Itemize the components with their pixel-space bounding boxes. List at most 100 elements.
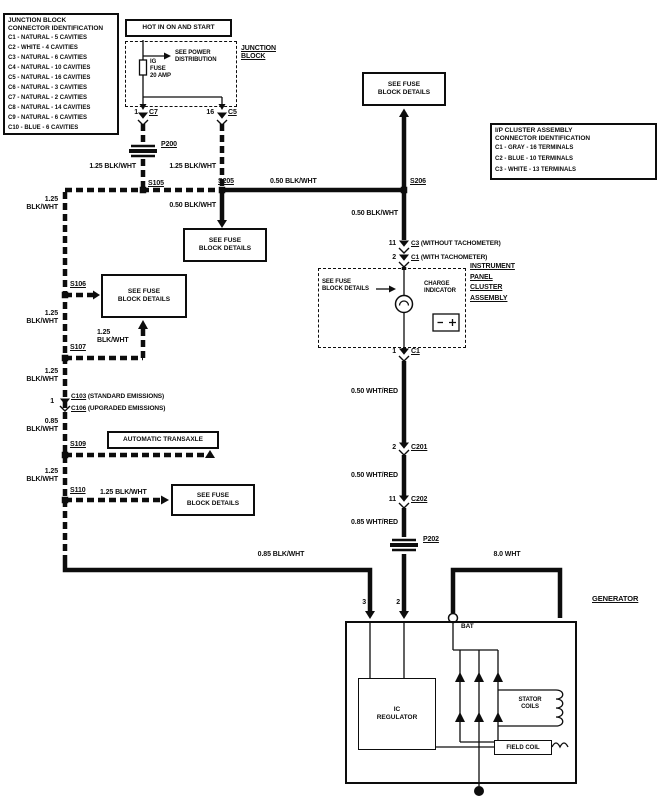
connector-label-c7: C7 — [149, 109, 158, 116]
arrow-s107 — [138, 320, 148, 329]
bat-label: BAT — [461, 623, 474, 630]
pin-label-c202: 11 — [388, 496, 396, 503]
connector-label-p200: P200 — [161, 141, 177, 148]
wire-label-whtred-3: 0.85 WHT/RED — [350, 519, 398, 526]
connector-label-c106: C106 (UPGRADED EMISSIONS) — [71, 405, 166, 412]
connector-label-c202: C202 — [411, 496, 428, 503]
legend-item: C3 - NATURAL - 6 CAVITIES — [8, 55, 88, 61]
arrow-s110 — [161, 495, 169, 505]
wire-label-bat: 8.0 WHT — [493, 551, 521, 558]
pin-label-c103: 1 — [50, 398, 54, 405]
arrow-see-power — [164, 52, 171, 60]
pin-label-c1-top: 2 — [392, 254, 396, 261]
p202-connector-symbol — [388, 538, 420, 552]
connector-label-c201: C201 — [411, 444, 428, 451]
field-coil-box: FIELD COIL — [494, 740, 552, 755]
pin-label-c7: 1 — [134, 109, 138, 116]
wire-label-whtred-1: 0.50 WHT/RED — [350, 388, 398, 395]
wire-label-bottom-blkwht: 0.85 BLK/WHT — [257, 551, 305, 558]
p200-connector-symbol — [127, 144, 159, 158]
legend-item: C10 - BLUE - 6 CAVITIES — [8, 125, 79, 131]
connector-label-c1-top: C1 (WITH TACHOMETER) — [411, 254, 488, 261]
connector-label-c1-bottom: C1 — [411, 348, 420, 355]
hot-in-label: HOT IN ON AND START — [142, 24, 215, 31]
pin-label-c5: 16 — [206, 109, 214, 116]
splice-label-s205: S205 — [218, 178, 234, 185]
legend-item: C7 - NATURAL - 2 CAVITIES — [8, 95, 88, 101]
arrow-down-c5 — [218, 104, 226, 110]
battery-symbol — [432, 313, 460, 332]
generator-box — [345, 621, 577, 784]
legend-item: C1 - GRAY - 16 TERMINALS — [495, 145, 574, 151]
splice-label-s107: S107 — [70, 344, 86, 351]
arrow-gen-2 — [399, 611, 409, 619]
wire-label-p200-feed: 1.25 BLK/WHT — [89, 163, 136, 170]
hot-in-box: HOT IN ON AND START — [125, 19, 232, 37]
arrow-to-bulb — [389, 285, 396, 293]
legend-item: C8 - NATURAL - 14 CAVITIES — [8, 105, 91, 111]
pin-label-c1-bottom: 1 — [392, 348, 396, 355]
wire-label-whtred-2: 0.50 WHT/RED — [350, 472, 398, 479]
legend-item: C1 - NATURAL - 5 CAVITIES — [8, 35, 88, 41]
legend-title: CONNECTOR IDENTIFICATION — [495, 135, 591, 142]
connector-label-c5: C5 — [228, 109, 237, 116]
splice-label-s105: S105 — [148, 180, 164, 187]
connector-label-c103: C103 (STANDARD EMISSIONS) — [71, 393, 165, 400]
pin-label-c3: 11 — [388, 240, 396, 247]
legend-item: C5 - NATURAL - 16 CAVITIES — [8, 75, 91, 81]
legend-item: C3 - WHITE - 13 TERMINALS — [495, 167, 577, 173]
legend-item: C2 - BLUE - 10 TERMINALS — [495, 156, 574, 162]
ip-legend-box: I/P CLUSTER ASSEMBLY CONNECTOR IDENTIFIC… — [490, 123, 657, 180]
wires-solid — [62, 112, 563, 618]
instrument-cluster-dashed-box — [318, 268, 466, 348]
field-coil-symbol — [551, 742, 569, 749]
arrow-down-c7 — [139, 104, 147, 110]
arrow-s106 — [93, 290, 100, 300]
bulb-filament — [398, 300, 410, 306]
legend-title: I/P CLUSTER ASSEMBLY — [495, 127, 573, 134]
legend-title: JUNCTION BLOCK — [8, 17, 67, 24]
legend-item: C6 - NATURAL - 3 CAVITIES — [8, 85, 88, 91]
pin-label-c201: 2 — [392, 444, 396, 451]
splice-label-s109: S109 — [70, 441, 86, 448]
splice-label-s206: S206 — [410, 178, 426, 185]
junction-legend-box: JUNCTION BLOCK CONNECTOR IDENTIFICATION … — [3, 13, 119, 135]
charge-indicator-bulb — [394, 294, 414, 314]
legend-item: C2 - WHITE - 4 CAVITIES — [8, 45, 78, 51]
splice-label-s106: S106 — [70, 281, 86, 288]
generator-label: GENERATOR — [592, 594, 639, 603]
wire-label-c5-drop: 0.50 BLK/WHT — [169, 202, 216, 209]
pin-label-gen-2: 2 — [396, 599, 400, 606]
automatic-transaxle-box: AUTOMATIC TRANSAXLE — [107, 431, 219, 449]
pin-label-gen-3: 3 — [362, 599, 366, 606]
splice-label-s110: S110 — [70, 487, 86, 494]
junction-block-dashed-box — [125, 41, 237, 107]
stator-coil-symbol — [555, 689, 564, 727]
arrow-into-fusebox-top — [399, 108, 409, 117]
wire-label-s206-drop: 0.50 BLK/WHT — [351, 210, 398, 217]
legend-title: CONNECTOR IDENTIFICATION — [8, 25, 104, 32]
legend-item: C9 - NATURAL - 6 CAVITIES — [8, 115, 88, 121]
arrow-gen-3 — [365, 611, 375, 619]
thin-wires — [138, 40, 569, 786]
wire-label-s205-s206: 0.50 BLK/WHT — [270, 178, 317, 185]
legend-item: C4 - NATURAL - 10 CAVITIES — [8, 65, 91, 71]
